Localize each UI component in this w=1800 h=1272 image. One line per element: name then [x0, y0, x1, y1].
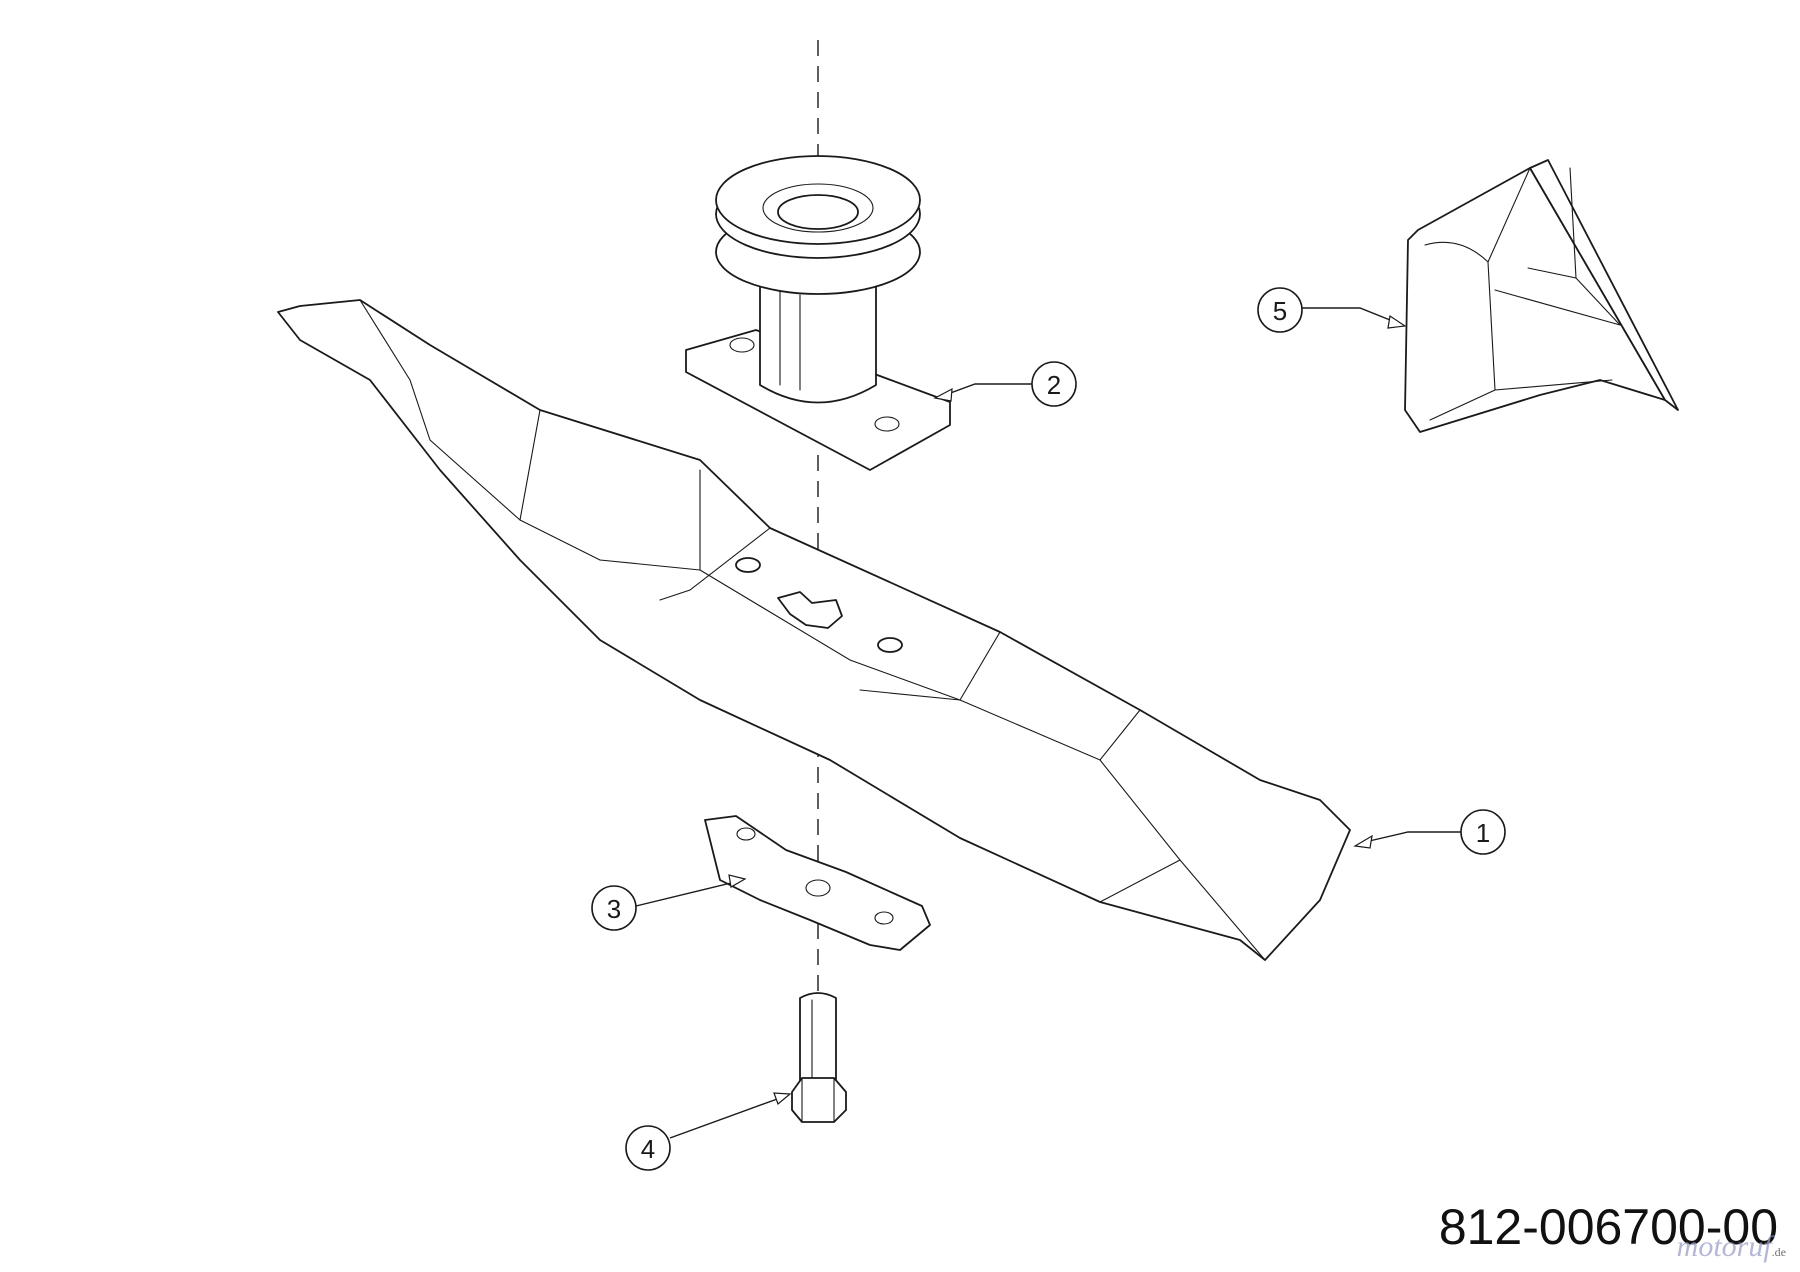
- callout-2[interactable]: 2: [1031, 361, 1077, 407]
- callout-leader-5: [1302, 307, 1407, 329]
- pulley-spindle-part-2[interactable]: [685, 155, 951, 471]
- callout-1[interactable]: 1: [1460, 809, 1506, 855]
- svg-text:4: 4: [641, 1134, 655, 1164]
- callout-leader-4: [669, 1092, 792, 1139]
- svg-text:2: 2: [1047, 370, 1061, 400]
- mower-blade-part-1[interactable]: [277, 299, 1351, 961]
- watermark-name: motoruf: [1676, 1230, 1772, 1263]
- callout-5[interactable]: 5: [1257, 287, 1303, 333]
- callout-3[interactable]: 3: [591, 885, 637, 931]
- drawing-number: 812-006700-00: [1438, 1199, 1778, 1255]
- blade-adapter-part-3[interactable]: [704, 815, 931, 951]
- callout-leader-1: [1353, 831, 1461, 849]
- svg-text:3: 3: [607, 894, 621, 924]
- callout-leader-3: [635, 874, 747, 907]
- hex-bolt-part-4[interactable]: [791, 992, 847, 1123]
- svg-text:5: 5: [1273, 296, 1287, 326]
- callout-leader-2: [933, 383, 1032, 402]
- watermark-tld: .de: [1771, 1245, 1786, 1259]
- callout-4[interactable]: 4: [625, 1125, 671, 1171]
- discharge-chute-part-5[interactable]: [1404, 159, 1679, 433]
- svg-text:1: 1: [1476, 818, 1490, 848]
- watermark-logo: motoruf.de: [1677, 1230, 1786, 1264]
